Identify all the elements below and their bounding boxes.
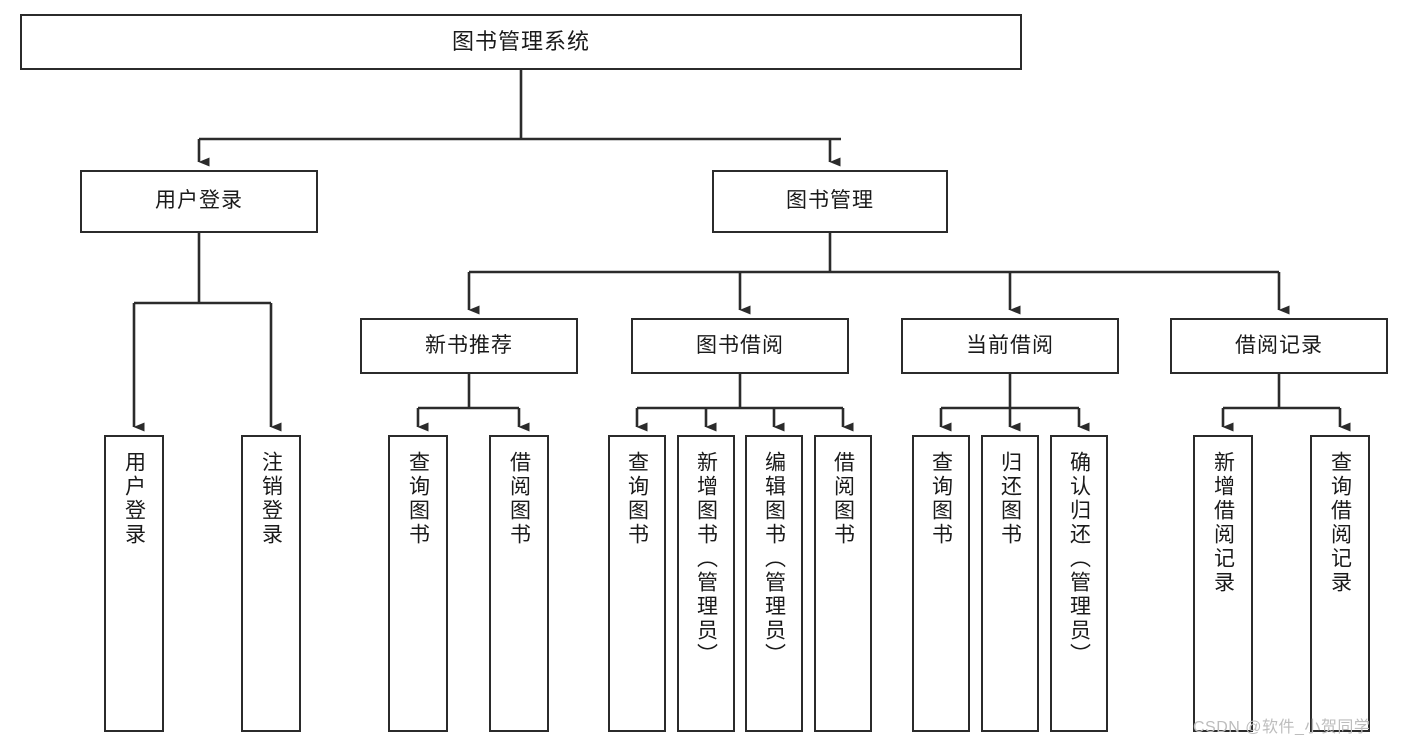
leaf-logout[interactable]: 注销登录 — [241, 435, 301, 732]
leaf-query-borrow-record[interactable]: 查询借阅记录 — [1310, 435, 1370, 732]
leaf-add-borrow-record[interactable]: 新增借阅记录 — [1193, 435, 1253, 732]
node-label: 图书管理系统 — [451, 29, 590, 55]
node-label: 查询图书 — [406, 451, 430, 547]
leaf-user-login[interactable]: 用户登录 — [104, 435, 164, 732]
leaf-query-book-recommend[interactable]: 查询图书 — [388, 435, 448, 732]
leaf-borrow-book[interactable]: 借阅图书 — [814, 435, 872, 732]
node-label: 图书管理 — [786, 189, 874, 213]
watermark: CSDN @软件_小贺同学 — [1193, 719, 1371, 736]
leaf-return-book[interactable]: 归还图书 — [981, 435, 1039, 732]
node-label: 归还图书 — [998, 451, 1022, 547]
node-new-book-recommend[interactable]: 新书推荐 — [360, 318, 578, 374]
leaf-query-book-current[interactable]: 查询图书 — [912, 435, 970, 732]
node-label: 当前借阅 — [966, 333, 1054, 357]
leaf-confirm-return-admin[interactable]: 确认归还（管理员） — [1050, 435, 1108, 732]
node-book-borrow[interactable]: 图书借阅 — [631, 318, 849, 374]
leaf-borrow-book-recommend[interactable]: 借阅图书 — [489, 435, 549, 732]
node-label: 注销登录 — [259, 451, 283, 547]
node-label: 用户登录 — [155, 189, 243, 213]
node-label: 借阅记录 — [1235, 333, 1323, 357]
node-label: 借阅图书 — [831, 451, 855, 547]
node-user-login[interactable]: 用户登录 — [80, 170, 318, 233]
node-label: 新书推荐 — [425, 333, 513, 357]
node-label: 新增借阅记录 — [1211, 451, 1235, 595]
node-label: 编辑图书（管理员） — [762, 451, 786, 667]
node-label: 图书借阅 — [696, 333, 784, 357]
node-label: 用户登录 — [122, 451, 146, 547]
node-label: 查询图书 — [625, 451, 649, 547]
leaf-add-book-admin[interactable]: 新增图书（管理员） — [677, 435, 735, 732]
node-label: 新增图书（管理员） — [694, 451, 718, 667]
node-label: 查询借阅记录 — [1328, 451, 1352, 595]
node-borrow-record[interactable]: 借阅记录 — [1170, 318, 1388, 374]
node-label: 查询图书 — [929, 451, 953, 547]
node-book-management[interactable]: 图书管理 — [712, 170, 948, 233]
leaf-query-book-borrow[interactable]: 查询图书 — [608, 435, 666, 732]
leaf-edit-book-admin[interactable]: 编辑图书（管理员） — [745, 435, 803, 732]
node-current-borrow[interactable]: 当前借阅 — [901, 318, 1119, 374]
node-root[interactable]: 图书管理系统 — [20, 14, 1022, 70]
node-label: 确认归还（管理员） — [1067, 451, 1091, 667]
node-label: 借阅图书 — [507, 451, 531, 547]
